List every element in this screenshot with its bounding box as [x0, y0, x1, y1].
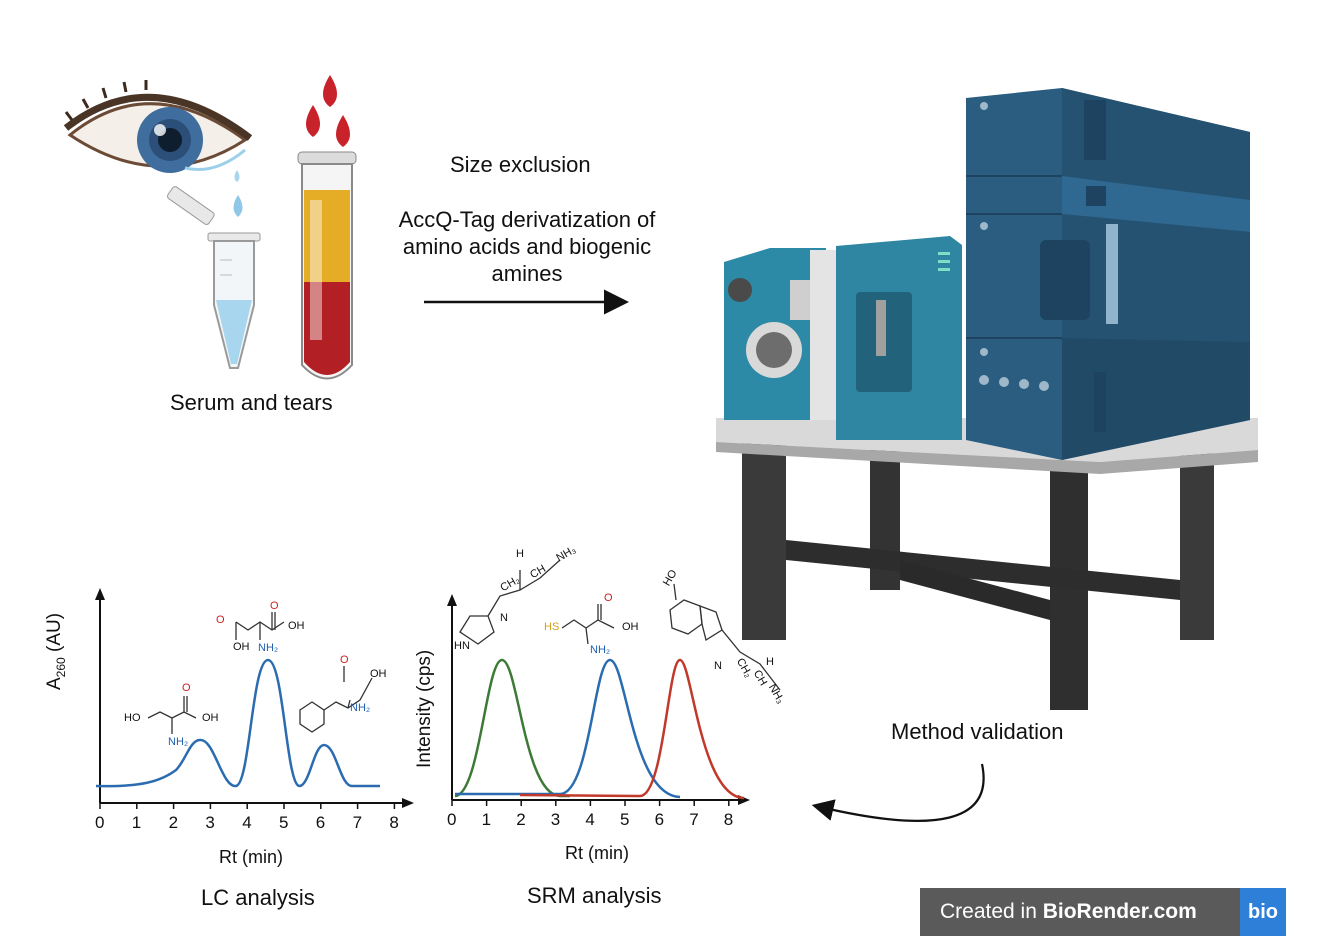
cysteine-o-label: O	[604, 592, 613, 604]
cysteine-structure	[561, 604, 615, 645]
srm-tick-label: 6	[654, 810, 665, 829]
cysteine-oh-label: OH	[622, 621, 639, 633]
validation-arrow	[811, 763, 985, 822]
srm-analysis-label: SRM analysis	[527, 883, 662, 908]
srm-tick-label: 0	[447, 810, 457, 829]
cysteine-hs-label: HS	[544, 621, 560, 633]
lc-tick-label: 8	[389, 813, 399, 832]
tear-drop-icon	[233, 170, 243, 217]
srm-y-axis-label: Intensity (cps)	[414, 649, 435, 768]
aspartate-oh-label-right: OH	[288, 620, 305, 632]
serotonin-n-label: N	[714, 660, 722, 672]
serine-o-label: O	[182, 682, 191, 694]
serotonin-structure	[669, 583, 781, 691]
aspartate-structure	[235, 612, 285, 640]
serine-oh-label: OH	[202, 712, 219, 724]
srm-tick-label: 2	[516, 810, 526, 829]
srm-trace-green	[454, 658, 570, 798]
method-validation-label: Method validation	[891, 719, 1064, 744]
srm-trace-red	[519, 658, 745, 800]
biorender-logo-icon: bio	[1240, 888, 1286, 936]
histamine-structure	[459, 559, 561, 645]
histamine-n-label: N	[500, 612, 508, 624]
srm-tick-label: 3	[550, 810, 561, 829]
serine-nh2-label: NH₂	[168, 736, 189, 748]
biorender-badge[interactable]: Created in BioRender.com bio	[920, 888, 1286, 936]
histamine-hn-label: HN	[454, 640, 470, 652]
srm-chart	[447, 594, 750, 806]
derivatization-line3: amines	[491, 261, 563, 286]
srm-x-axis-label: Rt (min)	[565, 843, 629, 863]
phenylalanine-oh-label: OH	[370, 668, 387, 680]
lc-tick-label: 5	[279, 813, 289, 832]
aspartate-oh-label-left: OH	[233, 641, 250, 653]
microtube-icon	[207, 232, 261, 369]
lc-tick-label: 0	[95, 813, 105, 832]
srm-tick-label: 5	[620, 810, 630, 829]
serotonin-h-label: H	[766, 656, 774, 668]
blood-tube-icon	[297, 151, 357, 380]
phenylalanine-structure	[299, 666, 373, 733]
aspartate-o-label-right: O	[270, 600, 279, 612]
aspartate-nh2-label: NH₂	[258, 642, 279, 654]
lc-analysis-label: LC analysis	[201, 885, 315, 910]
derivatization-line2: amino acids and biogenic	[402, 234, 652, 259]
lc-tick-label: 7	[352, 813, 363, 832]
derivatization-line1: AccQ-Tag derivatization of	[398, 207, 656, 232]
srm-tick-label: 7	[689, 810, 699, 829]
badge-text: Created in BioRender.com	[940, 900, 1197, 923]
srm-tick-label: 1	[481, 810, 492, 829]
lc-tick-label: 2	[168, 813, 179, 832]
histamine-h-label: H	[516, 548, 524, 560]
lc-trace	[95, 658, 380, 788]
srm-trace-blue	[455, 658, 681, 799]
lc-chart	[95, 588, 414, 809]
cysteine-nh2-label: NH₂	[590, 644, 611, 656]
phenylalanine-nh2-label: NH₂	[350, 702, 371, 714]
lc-tick-label: 1	[131, 813, 142, 832]
serum-tears-label: Serum and tears	[170, 390, 333, 415]
pipette-tip-icon	[167, 186, 215, 225]
lc-tick-label: 6	[315, 813, 326, 832]
phenylalanine-o-label: O	[340, 654, 349, 666]
lc-tick-label: 4	[242, 813, 252, 832]
aspartate-o-label: O	[216, 614, 225, 626]
size-exclusion-label: Size exclusion	[450, 152, 591, 177]
serine-structure	[147, 696, 197, 734]
lcms-instrument-icon	[716, 88, 1258, 710]
srm-tick-label: 4	[585, 810, 595, 829]
lc-y-axis-label: A260 (AU)	[44, 612, 68, 690]
serine-ho-label: HO	[124, 712, 141, 724]
eye-icon	[63, 80, 253, 173]
lc-tick-label: 3	[205, 813, 215, 832]
lc-x-axis-label: Rt (min)	[219, 847, 283, 867]
srm-tick-label: 8	[723, 810, 734, 829]
blood-drop-icon	[306, 75, 350, 147]
